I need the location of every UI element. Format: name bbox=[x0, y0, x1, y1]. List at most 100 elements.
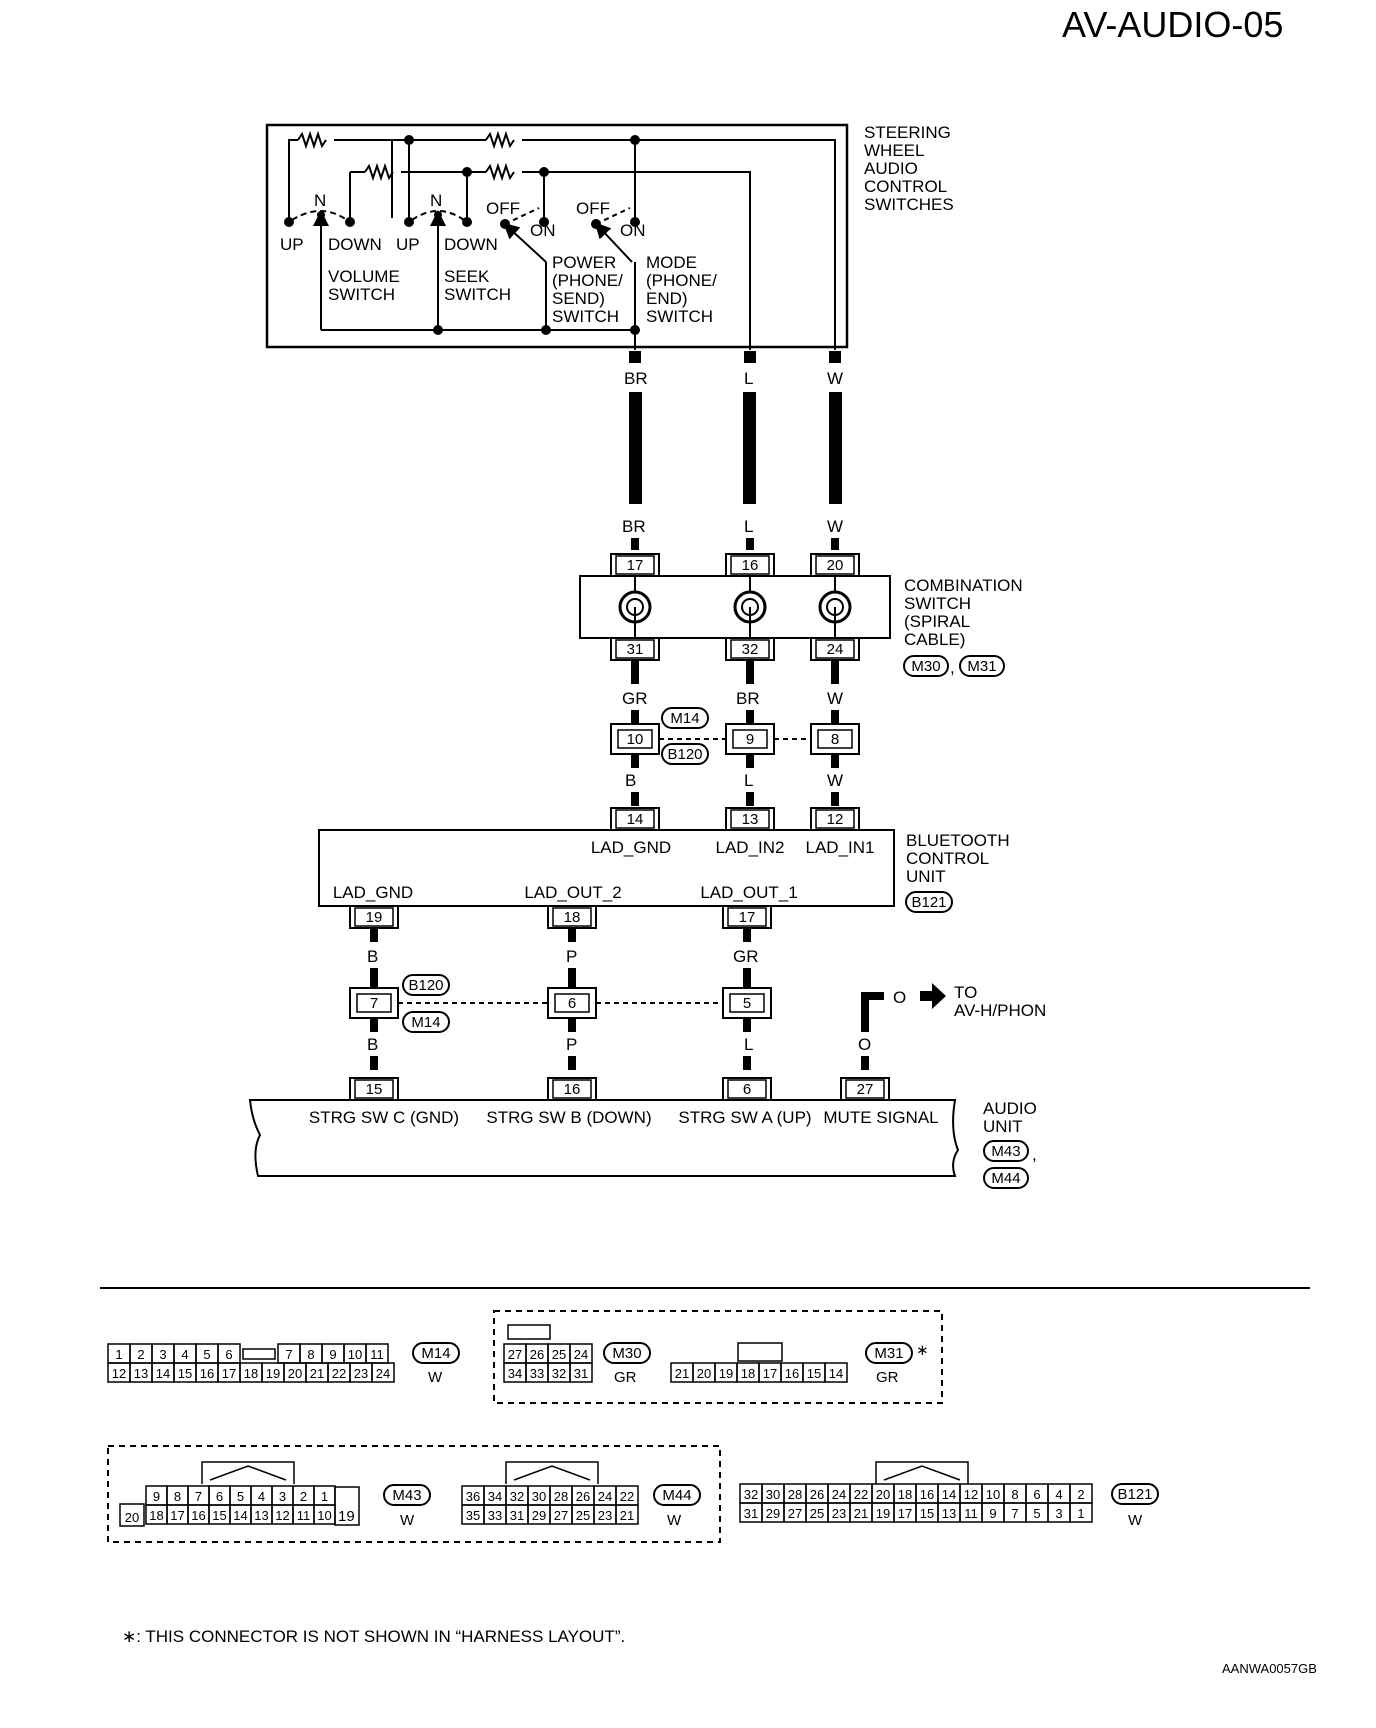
power-on-label: ON bbox=[530, 221, 556, 240]
junction-connector-1: 10 9 8 M14 B120 bbox=[610, 707, 860, 765]
power-off-label: OFF bbox=[486, 199, 520, 218]
pin-number: 16 bbox=[785, 1366, 799, 1381]
lock-tab bbox=[875, 1461, 969, 1484]
pin-number: 28 bbox=[788, 1487, 802, 1502]
connector-color: W bbox=[667, 1512, 682, 1529]
pin-number: 34 bbox=[508, 1366, 522, 1381]
pin-connector: 15 bbox=[349, 1077, 399, 1100]
steering-switch-name: STEERING bbox=[864, 123, 951, 142]
mode-switch-label: (PHONE/ bbox=[646, 271, 717, 290]
pin-connector: 20 bbox=[810, 553, 860, 576]
steering-switch-block: UP N DOWN UP N DOWN OFF ON OFF ON VOLUME… bbox=[265, 123, 954, 350]
audio-unit: 15 16 6 27 STRG SW C (GND) STRG SW B (DO… bbox=[248, 1077, 1037, 1189]
connector-tag-frame bbox=[412, 1342, 460, 1364]
connector-tag: M14 bbox=[421, 1345, 450, 1362]
pin-number: 13 bbox=[134, 1366, 148, 1381]
pin-number: 17 bbox=[763, 1366, 777, 1381]
mode-switch-label: END) bbox=[646, 289, 688, 308]
wire-color-label: L bbox=[744, 771, 753, 790]
junction-connector-2: 7 6 5 B120 M14 bbox=[349, 974, 772, 1033]
connector-tag: M14 bbox=[411, 1014, 440, 1031]
pin-connector: 16 bbox=[725, 553, 775, 576]
pin-number: 32 bbox=[510, 1489, 524, 1504]
pin-number: 23 bbox=[598, 1508, 612, 1523]
to-label: AV-H/PHON bbox=[954, 1001, 1046, 1020]
pin-number: 4 bbox=[258, 1489, 265, 1504]
pin-number: 32 bbox=[742, 641, 759, 658]
lock-tab bbox=[201, 1461, 295, 1484]
steering-switch-name: WHEEL bbox=[864, 141, 924, 160]
connector-tag: B121 bbox=[1117, 1486, 1152, 1503]
pin-number: 1 bbox=[1077, 1506, 1084, 1521]
pin-number: 30 bbox=[766, 1487, 780, 1502]
pin-number: 13 bbox=[942, 1506, 956, 1521]
pin-number: 12 bbox=[964, 1487, 978, 1502]
wire-color-label: W bbox=[827, 517, 843, 536]
wire-color-label: B bbox=[625, 771, 636, 790]
bluetooth-unit-name: CONTROL bbox=[906, 849, 989, 868]
pin-number: 14 bbox=[627, 811, 644, 828]
lock-tab bbox=[883, 1465, 961, 1481]
pin-number: 17 bbox=[170, 1508, 184, 1523]
pin-connector: 16 bbox=[547, 1077, 597, 1100]
power-switch-label: (PHONE/ bbox=[552, 271, 623, 290]
pin-connector: 13 bbox=[725, 807, 775, 830]
pin-number: 17 bbox=[739, 909, 756, 926]
pin-number: 14 bbox=[829, 1366, 843, 1381]
pin-number: 6 bbox=[743, 1081, 751, 1098]
pin-number: 2 bbox=[137, 1347, 144, 1362]
volume-up-label: UP bbox=[280, 235, 304, 254]
pin-number: 36 bbox=[466, 1489, 480, 1504]
pin-connector: 6 bbox=[722, 1077, 772, 1100]
harness-wires-mid2: B L W bbox=[625, 754, 843, 806]
combination-switch-name: (SPIRAL bbox=[904, 612, 970, 631]
pin-number: 15 bbox=[178, 1366, 192, 1381]
pin-number: 17 bbox=[627, 557, 644, 574]
pin-number: 21 bbox=[675, 1366, 689, 1381]
wire-color-label: BR bbox=[624, 369, 648, 388]
audio-unit-name: UNIT bbox=[983, 1117, 1023, 1136]
mode-on-label: ON bbox=[620, 221, 646, 240]
separator: , bbox=[1032, 1145, 1037, 1164]
pin-number: 14 bbox=[942, 1487, 956, 1502]
connector-tag: M43 bbox=[991, 1143, 1020, 1160]
connector-tag-frame bbox=[865, 1342, 913, 1364]
pin-number: 15 bbox=[366, 1081, 383, 1098]
connector-color: W bbox=[400, 1512, 415, 1529]
wire-color-label: P bbox=[566, 947, 577, 966]
pin-number: 32 bbox=[744, 1487, 758, 1502]
connector-tag: M30 bbox=[911, 658, 940, 675]
pin-cell bbox=[615, 1504, 639, 1525]
volume-down-label: DOWN bbox=[328, 235, 382, 254]
spiral-cable-icon bbox=[818, 576, 852, 638]
pin-number: 9 bbox=[989, 1506, 996, 1521]
pin-number: 20 bbox=[125, 1510, 139, 1525]
bluetooth-unit-name: BLUETOOTH bbox=[906, 831, 1010, 850]
seek-switch-label: SEEK bbox=[444, 267, 490, 286]
wire-color-label: W bbox=[827, 689, 843, 708]
footnote-star: ∗ bbox=[916, 1342, 929, 1359]
resistor bbox=[485, 130, 515, 150]
pin-number: 15 bbox=[920, 1506, 934, 1521]
pin-number: 33 bbox=[530, 1366, 544, 1381]
mode-off-label: OFF bbox=[576, 199, 610, 218]
pin-number: 19 bbox=[876, 1506, 890, 1521]
power-switch-label: POWER bbox=[552, 253, 616, 272]
steering-switch-box bbox=[265, 123, 849, 349]
pin-number: 24 bbox=[832, 1487, 846, 1502]
pin-cell bbox=[371, 1362, 395, 1383]
lock-tab bbox=[513, 1465, 591, 1481]
power-switch-label: SEND) bbox=[552, 289, 605, 308]
pin-number: 29 bbox=[766, 1506, 780, 1521]
pin-number: 24 bbox=[376, 1366, 390, 1381]
pin-number: 20 bbox=[288, 1366, 302, 1381]
pin-number: 22 bbox=[332, 1366, 346, 1381]
pin-number: 16 bbox=[564, 1081, 581, 1098]
connector-color: GR bbox=[876, 1369, 899, 1386]
wire-color-label: P bbox=[566, 1035, 577, 1054]
pin-number: 5 bbox=[1033, 1506, 1040, 1521]
pin-number: 25 bbox=[552, 1347, 566, 1362]
pin-number: 1 bbox=[115, 1347, 122, 1362]
to-label: TO bbox=[954, 983, 977, 1002]
